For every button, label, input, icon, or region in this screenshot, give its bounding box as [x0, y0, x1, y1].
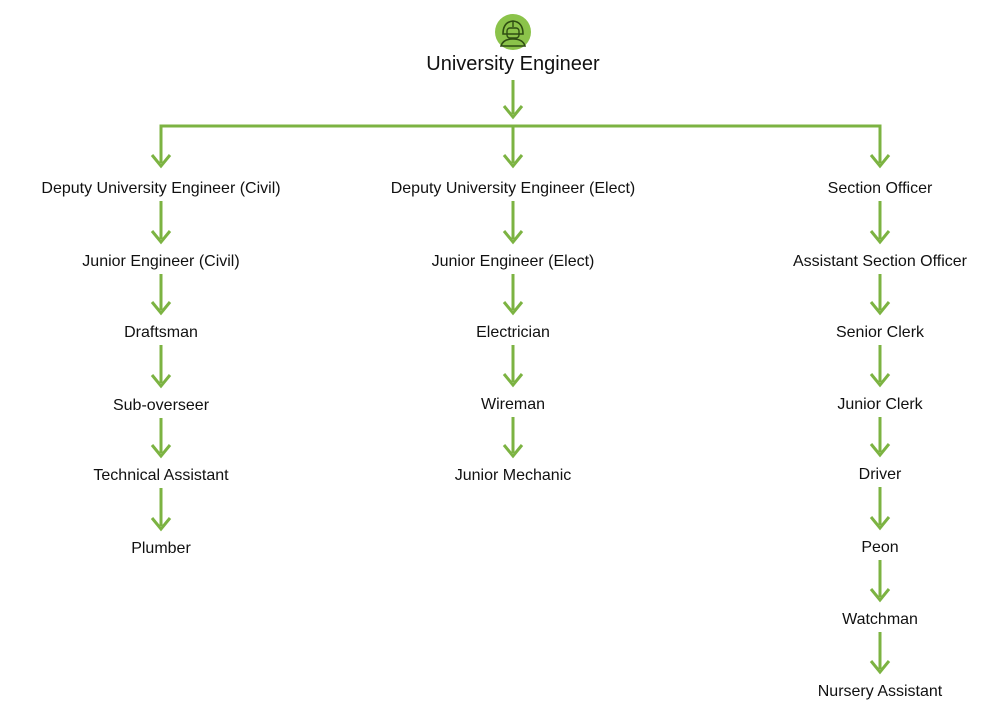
down-arrow — [869, 632, 891, 675]
down-arrow — [502, 80, 524, 120]
down-arrow — [869, 345, 891, 388]
down-arrow — [150, 488, 172, 532]
root-node: University Engineer — [426, 14, 600, 75]
down-arrow — [869, 487, 891, 531]
root-label: University Engineer — [426, 53, 600, 75]
org-column: Deputy University Engineer (Civil) Junior… — [41, 180, 280, 557]
org-node-label: Nursery Assistant — [818, 683, 943, 700]
org-node-label: Deputy University Engineer (Elect) — [391, 180, 636, 197]
org-node-label: Technical Assistant — [93, 467, 229, 484]
org-columns: Deputy University Engineer (Civil) Junior… — [41, 180, 967, 700]
down-arrow — [502, 274, 524, 316]
org-node-label: Junior Engineer (Elect) — [432, 253, 595, 270]
down-arrow — [502, 126, 524, 169]
down-arrow — [502, 417, 524, 459]
org-node-label: Section Officer — [828, 180, 933, 197]
org-node-label: Driver — [859, 466, 902, 483]
org-node-label: Assistant Section Officer — [793, 253, 968, 270]
org-node-label: Junior Engineer (Civil) — [82, 253, 239, 270]
org-node-label: Wireman — [481, 396, 545, 413]
org-node-label: Peon — [861, 539, 898, 556]
org-node-label: Watchman — [842, 611, 918, 628]
down-arrow — [150, 126, 172, 169]
down-arrow — [150, 274, 172, 316]
down-arrow — [869, 417, 891, 458]
org-node-label: Deputy University Engineer (Civil) — [41, 180, 280, 197]
down-arrow — [869, 274, 891, 316]
org-node-label: Junior Mechanic — [455, 467, 572, 484]
down-arrow — [502, 345, 524, 388]
org-node-label: Sub-overseer — [113, 397, 210, 414]
down-arrow — [869, 126, 891, 169]
down-arrow — [869, 201, 891, 245]
down-arrow — [150, 201, 172, 245]
down-arrow — [150, 418, 172, 459]
down-arrow — [502, 201, 524, 245]
down-arrow — [869, 560, 891, 603]
org-node-label: Draftsman — [124, 324, 198, 341]
org-node-label: Electrician — [476, 324, 550, 341]
engineer-icon — [495, 14, 531, 50]
org-column: Deputy University Engineer (Elect) Junior… — [391, 180, 636, 484]
connector-lines — [150, 80, 891, 675]
org-node-label: Junior Clerk — [837, 396, 923, 413]
down-arrow — [150, 345, 172, 389]
org-node-label: Senior Clerk — [836, 324, 925, 341]
org-node-label: Plumber — [131, 540, 191, 557]
